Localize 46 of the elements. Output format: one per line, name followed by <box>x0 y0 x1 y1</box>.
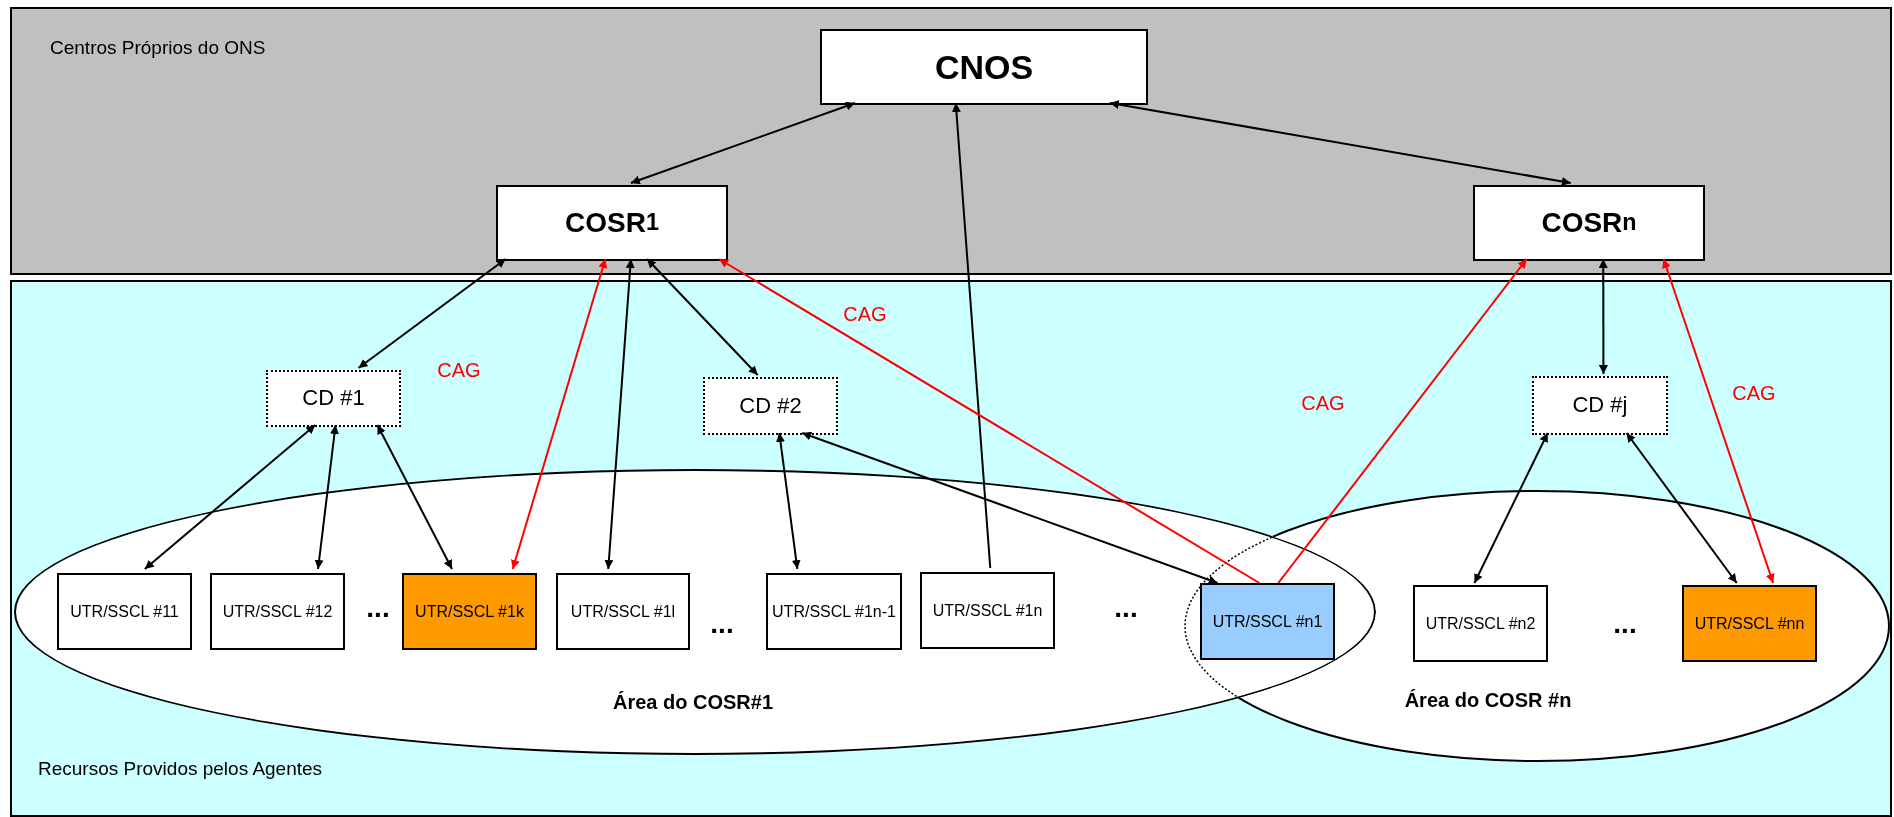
arrow <box>1598 258 1608 375</box>
dotted-box: CD #2 <box>703 377 838 435</box>
arrow <box>951 102 992 569</box>
cag-label: CAG <box>1301 391 1345 415</box>
ellipsis-mark: ... <box>1613 608 1637 640</box>
region-panel <box>10 280 1892 817</box>
cag-label: CAG <box>1732 381 1776 405</box>
process-box: UTR/SSCL #n2 <box>1413 585 1548 662</box>
ellipsis-mark: ... <box>710 608 734 640</box>
arrow <box>314 424 339 570</box>
ellipsis-mark: ... <box>366 592 390 624</box>
process-box: UTR/SSCL #n1 <box>1200 583 1335 660</box>
arrow <box>801 431 1219 585</box>
cag-label: CAG <box>843 302 887 326</box>
process-box: UTR/SSCL #1k <box>402 573 537 650</box>
dotted-box: CD #1 <box>266 370 401 427</box>
area-label: Área do COSR#1 <box>612 690 774 714</box>
dotted-box: CD #j <box>1532 376 1668 435</box>
arrow <box>629 101 857 185</box>
arrow <box>1662 258 1775 584</box>
arrow <box>143 424 317 570</box>
process-box: UTR/SSCL #nn <box>1682 585 1817 662</box>
arrow <box>1473 432 1549 584</box>
arrow <box>604 258 635 570</box>
region-label: Centros Próprios do ONS <box>50 37 266 59</box>
arrow <box>1277 258 1528 584</box>
process-box: UTR/SSCL #1l <box>556 573 690 650</box>
arrow <box>776 432 801 570</box>
arrow <box>1625 432 1738 584</box>
process-box: UTR/SSCL #1n <box>920 572 1055 649</box>
process-box: UTR/SSCL #12 <box>210 573 345 650</box>
area-ellipse <box>1184 490 1890 762</box>
area-label: Área do COSR #n <box>1404 688 1572 712</box>
arrow <box>646 258 759 376</box>
region-label: Recursos Providos pelos Agentes <box>38 758 323 780</box>
cag-label: CAG <box>437 358 481 382</box>
arrow <box>1108 100 1572 186</box>
region-panel <box>10 7 1892 275</box>
process-box: UTR/SSCL #11 <box>57 573 192 650</box>
arrow <box>511 258 608 570</box>
ellipsis-mark: ... <box>1114 592 1138 624</box>
process-box: UTR/SSCL #1n-1 <box>766 573 902 650</box>
arrow <box>376 424 453 570</box>
arrow <box>718 258 1261 584</box>
process-box: CNOS <box>820 29 1148 105</box>
arrow <box>357 258 507 369</box>
